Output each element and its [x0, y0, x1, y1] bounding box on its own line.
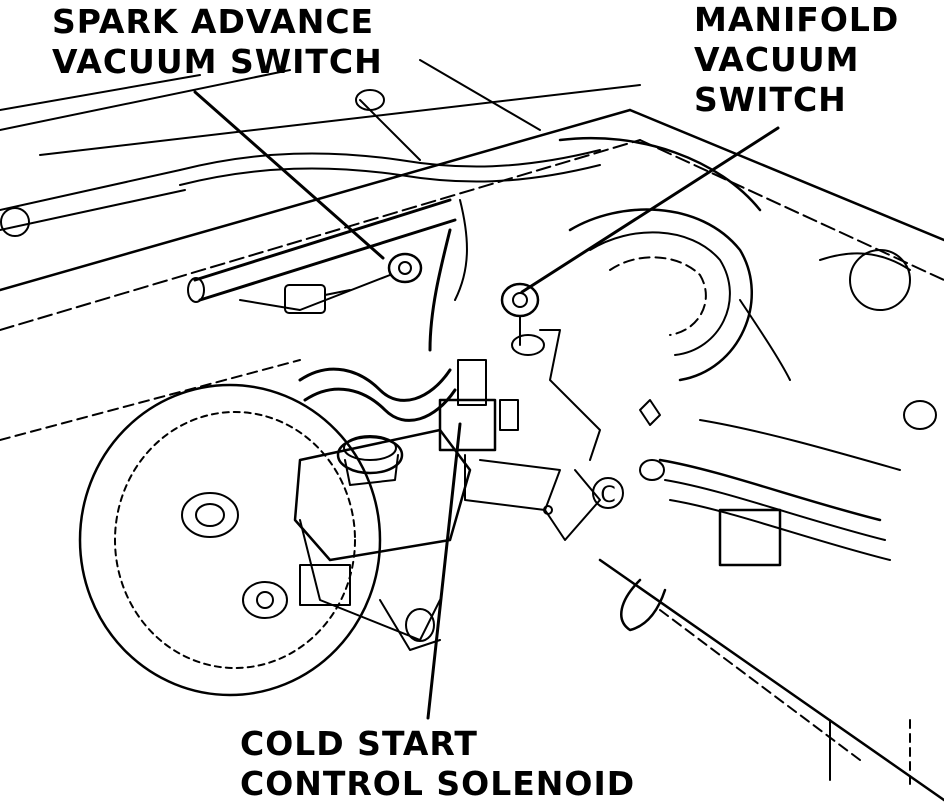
- manifold-label-line3: SWITCH: [694, 80, 847, 119]
- booster-hose: [300, 230, 455, 420]
- cold-start-control-solenoid-label: COLD START CONTROL SOLENOID: [240, 724, 635, 804]
- spark-advance-label-line1: SPARK ADVANCE: [52, 2, 375, 41]
- manifold-vacuum-switch-label: MANIFOLD VACUUM SWITCH: [694, 0, 899, 120]
- connector-letter: C: [600, 483, 615, 508]
- manifold-label-line1: MANIFOLD: [694, 0, 900, 39]
- right-harness: [621, 250, 936, 630]
- brake-booster: [80, 385, 380, 695]
- manifold-vacuum-switch: [502, 284, 600, 460]
- air-cleaner: [560, 138, 760, 380]
- cold-start-solenoid: [440, 360, 600, 540]
- spark-advance-vacuum-switch-label: SPARK ADVANCE VACUUM SWITCH: [52, 2, 383, 82]
- connector-c: [593, 478, 623, 508]
- frame-rails: [0, 60, 944, 800]
- vacuum-hose: [0, 170, 455, 302]
- wiring-harness: [180, 90, 600, 300]
- leader-lines: [195, 92, 778, 718]
- cold-start-label-line2: CONTROL SOLENOID: [240, 764, 636, 803]
- cold-start-label-line1: COLD START: [240, 724, 478, 763]
- manifold-label-line2: VACUUM: [694, 40, 860, 79]
- spark-advance-vacuum-switch: [240, 254, 421, 313]
- master-cylinder: [243, 430, 470, 650]
- spark-advance-label-line2: VACUUM SWITCH: [52, 42, 383, 81]
